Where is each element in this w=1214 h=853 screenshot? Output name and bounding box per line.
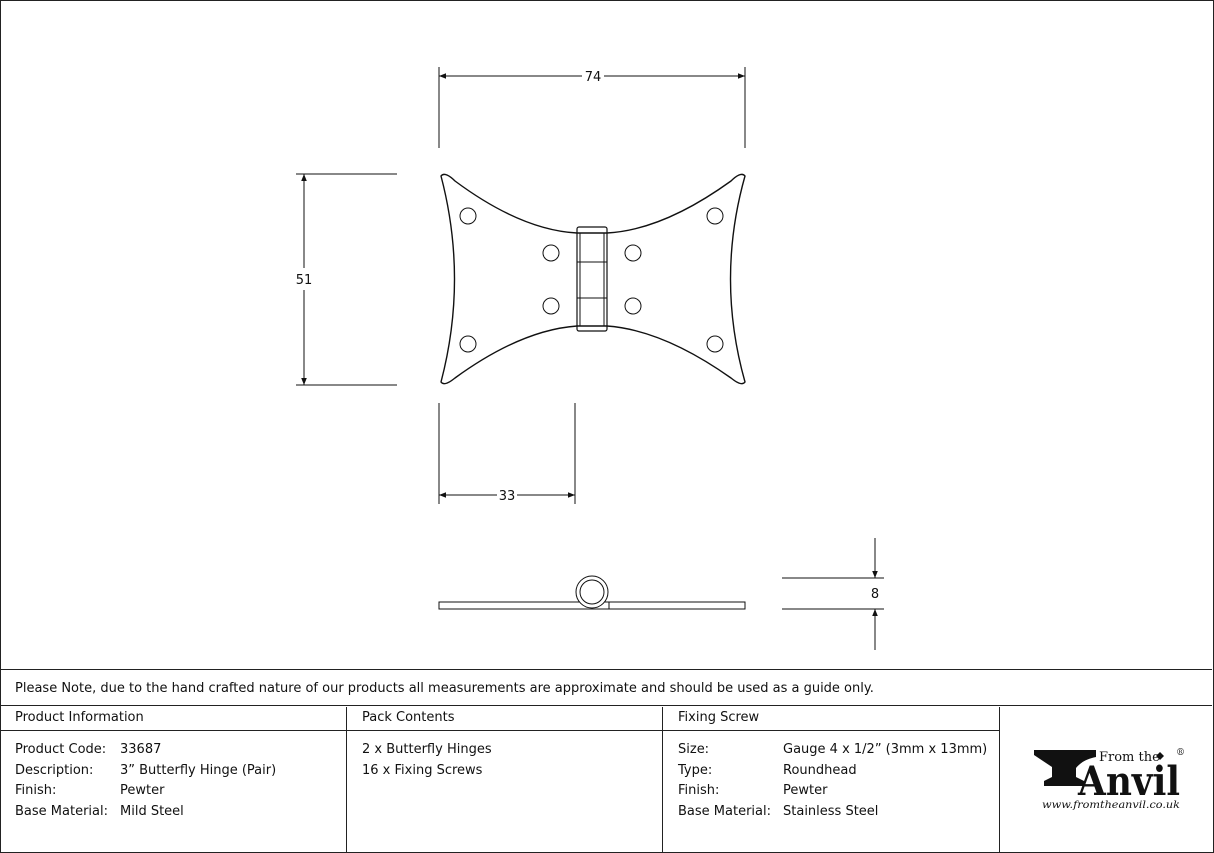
logo-registered: ® [1176, 748, 1185, 758]
knuckle-side-outer [575, 575, 609, 609]
screw-label: Base Material: [678, 803, 771, 819]
hinge-knuckle [576, 226, 608, 332]
product-information-heading: Product Information [0, 707, 346, 731]
dimension-width-label: 74 [585, 70, 602, 85]
screw-label: Type: [678, 762, 713, 778]
screw-hole [542, 244, 560, 262]
screw-row: Base Material: Stainless Steel [678, 802, 999, 823]
screw-hole [706, 335, 724, 353]
logo-url: www.fromtheanvil.co.uk [1042, 800, 1180, 811]
info-value: Pewter [120, 783, 165, 798]
pack-contents-panel: Pack Contents 2 x Butterfly Hinges 16 x … [347, 707, 663, 852]
screw-value: Pewter [783, 783, 828, 798]
screw-row: Finish: Pewter [678, 781, 999, 802]
screw-value: Stainless Steel [783, 803, 879, 819]
dimension-thickness-label: 8 [871, 587, 879, 602]
info-value: 3” Butterfly Hinge (Pair) [120, 762, 277, 778]
fixing-screw-panel: Fixing Screw Size: Gauge 4 x 1/2” (3mm x… [663, 707, 1000, 852]
pack-contents-heading: Pack Contents [347, 707, 662, 731]
from-the-anvil-logo: From the ® Anvil www.fromtheanvil.co.uk [1034, 748, 1185, 811]
info-label: Base Material: [15, 803, 108, 819]
knuckle-segment [576, 261, 608, 299]
info-row: Base Material: Mild Steel [15, 802, 346, 823]
screw-hole [624, 297, 642, 315]
anvil-icon [1034, 750, 1096, 786]
screw-label: Finish: [678, 783, 720, 798]
pack-item: 16 x Fixing Screws [362, 762, 483, 778]
info-value: Mild Steel [120, 803, 184, 819]
technical-drawing: 74 51 33 8 [296, 67, 884, 650]
knuckle-side-inner [579, 579, 605, 605]
screw-value: Gauge 4 x 1/2” (3mm x 13mm) [783, 742, 988, 757]
dimension-height-label: 51 [296, 273, 313, 288]
hinge-outline [440, 173, 746, 385]
diamond-icon [1156, 752, 1164, 760]
info-label: Finish: [15, 783, 57, 798]
product-information-panel: Product Information Product Code: 33687 … [0, 707, 347, 852]
logo-from-the: From the [1099, 750, 1160, 765]
screw-row: Type: Roundhead [678, 761, 999, 782]
logo-brand: Anvil [1077, 758, 1180, 805]
screw-label: Size: [678, 742, 710, 757]
screw-value: Roundhead [783, 762, 857, 778]
info-value: 33687 [120, 742, 162, 757]
screw-row: Size: Gauge 4 x 1/2” (3mm x 13mm) [678, 740, 999, 761]
screw-hole [459, 335, 477, 353]
info-row: Product Code: 33687 [15, 740, 346, 761]
screw-hole [459, 207, 477, 225]
dimension-leaf-label: 33 [499, 489, 516, 504]
screw-hole [706, 207, 724, 225]
screw-hole [542, 297, 560, 315]
info-label: Description: [15, 762, 94, 778]
screw-hole [624, 244, 642, 262]
fixing-screw-heading: Fixing Screw [663, 707, 999, 731]
measurement-note: Please Note, due to the hand crafted nat… [0, 669, 1212, 706]
info-row: Description: 3” Butterfly Hinge (Pair) [15, 761, 346, 782]
info-label: Product Code: [15, 742, 107, 757]
pack-item: 2 x Butterfly Hinges [362, 742, 492, 757]
info-row: Finish: Pewter [15, 781, 346, 802]
